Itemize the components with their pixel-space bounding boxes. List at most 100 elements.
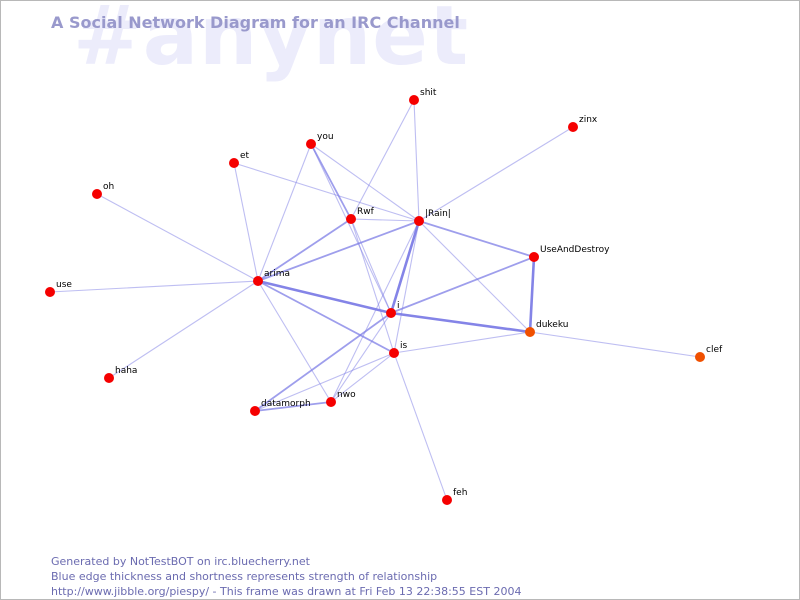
node-dukeku: dukeku	[525, 320, 568, 337]
edge-rwf-rain	[350, 218, 420, 222]
edge-you-rain	[310, 143, 420, 222]
node-rain: |Rain|	[414, 209, 451, 226]
node-dot-shit	[409, 95, 419, 105]
node-dot-dukeku	[525, 327, 535, 337]
edge-shit-rain	[413, 99, 420, 222]
footer: Generated by NotTestBOT on irc.bluecherr…	[51, 554, 521, 599]
edge-i-dukeku	[389, 311, 532, 334]
node-label-you: you	[317, 132, 334, 142]
edge-zinx-rain	[418, 126, 574, 222]
node-dot-rain	[414, 216, 424, 226]
node-dot-et	[229, 158, 239, 168]
node-dot-clef	[695, 352, 705, 362]
node-label-dukeku: dukeku	[536, 320, 568, 330]
node-label-rain: |Rain|	[425, 209, 451, 219]
node-label-is: is	[400, 341, 408, 351]
node-use: use	[45, 280, 72, 297]
node-datamorph: datamorph	[250, 399, 311, 416]
node-label-et: et	[240, 151, 250, 161]
edge-is-datamorph	[254, 352, 395, 412]
edge-arima-use	[49, 280, 259, 293]
edge-you-i	[310, 143, 392, 314]
node-arima: arima	[253, 269, 290, 286]
node-label-zinx: zinx	[579, 115, 598, 125]
edge-rain-dukeku	[418, 220, 531, 333]
edge-arima-nwo	[257, 280, 332, 403]
edge-datamorph-nwo	[254, 401, 332, 412]
channel-watermark: #anynet	[73, 0, 470, 84]
node-shit: shit	[409, 88, 437, 105]
edge-rwf-i	[350, 218, 392, 314]
node-label-datamorph: datamorph	[261, 399, 311, 409]
diagram-title: A Social Network Diagram for an IRC Chan…	[51, 13, 460, 32]
edge-rwf-is	[350, 218, 395, 354]
node-dot-haha	[104, 373, 114, 383]
edge-dukeku-clef	[529, 331, 701, 358]
node-useanddestroy: UseAndDestroy	[529, 245, 610, 262]
node-label-i: i	[397, 301, 400, 311]
node-label-rwf: Rwf	[357, 207, 375, 217]
edge-i-nwo	[330, 312, 392, 403]
edge-i-rain	[389, 219, 421, 315]
edge-et-rain	[233, 162, 420, 222]
edges-layer	[49, 99, 701, 501]
node-dot-arima	[253, 276, 263, 286]
edge-rwf-shit	[350, 99, 415, 220]
footer-legend: Blue edge thickness and shortness repres…	[51, 570, 438, 583]
node-label-use: use	[56, 280, 72, 290]
node-label-useanddestroy: UseAndDestroy	[540, 245, 610, 255]
edge-rain-nwo	[330, 220, 420, 403]
edge-rain-useanddestroy	[418, 220, 535, 258]
node-oh: oh	[92, 182, 114, 199]
edge-arima-i	[256, 279, 393, 315]
node-is: is	[389, 341, 408, 358]
edge-arima-rain	[257, 220, 420, 282]
node-label-nwo: nwo	[337, 390, 356, 400]
node-label-oh: oh	[103, 182, 114, 192]
node-dot-you	[306, 139, 316, 149]
node-dot-is	[389, 348, 399, 358]
edge-arima-et	[233, 162, 259, 282]
node-dot-useanddestroy	[529, 252, 539, 262]
node-dot-i	[386, 308, 396, 318]
node-dot-nwo	[326, 397, 336, 407]
edge-rain-is	[393, 220, 420, 354]
node-dot-oh	[92, 189, 102, 199]
edge-is-feh	[393, 352, 448, 501]
node-i: i	[386, 301, 400, 318]
node-feh: feh	[442, 488, 467, 505]
edge-useanddestroy-dukeku	[528, 255, 536, 334]
node-label-feh: feh	[453, 488, 467, 498]
node-et: et	[229, 151, 250, 168]
footer-generated-by: Generated by NotTestBOT on irc.bluecherr…	[51, 555, 310, 568]
edge-datamorph-i	[254, 312, 392, 412]
edge-i-useanddestroy	[390, 256, 535, 314]
edge-arima-haha	[108, 280, 259, 379]
node-dot-use	[45, 287, 55, 297]
node-dot-zinx	[568, 122, 578, 132]
node-dot-datamorph	[250, 406, 260, 416]
edge-is-dukeku	[393, 331, 531, 354]
node-label-haha: haha	[115, 366, 137, 376]
node-dot-feh	[442, 495, 452, 505]
edge-arima-rwf	[257, 218, 352, 282]
node-label-shit: shit	[420, 88, 437, 98]
footer-url-timestamp: http://www.jibble.org/piespy/ - This fra…	[51, 585, 522, 598]
node-dot-rwf	[346, 214, 356, 224]
edge-arima-you	[257, 143, 312, 282]
node-nwo: nwo	[326, 390, 356, 407]
node-rwf: Rwf	[346, 207, 375, 224]
node-haha: haha	[104, 366, 137, 383]
node-label-arima: arima	[264, 269, 290, 279]
node-zinx: zinx	[568, 115, 598, 132]
node-clef: clef	[695, 345, 723, 362]
edge-you-rwf	[310, 143, 352, 220]
node-you: you	[306, 132, 334, 149]
edge-is-nwo	[330, 352, 395, 403]
edge-arima-is	[257, 280, 395, 354]
edge-arima-oh	[96, 193, 259, 282]
node-label-clef: clef	[706, 345, 723, 355]
